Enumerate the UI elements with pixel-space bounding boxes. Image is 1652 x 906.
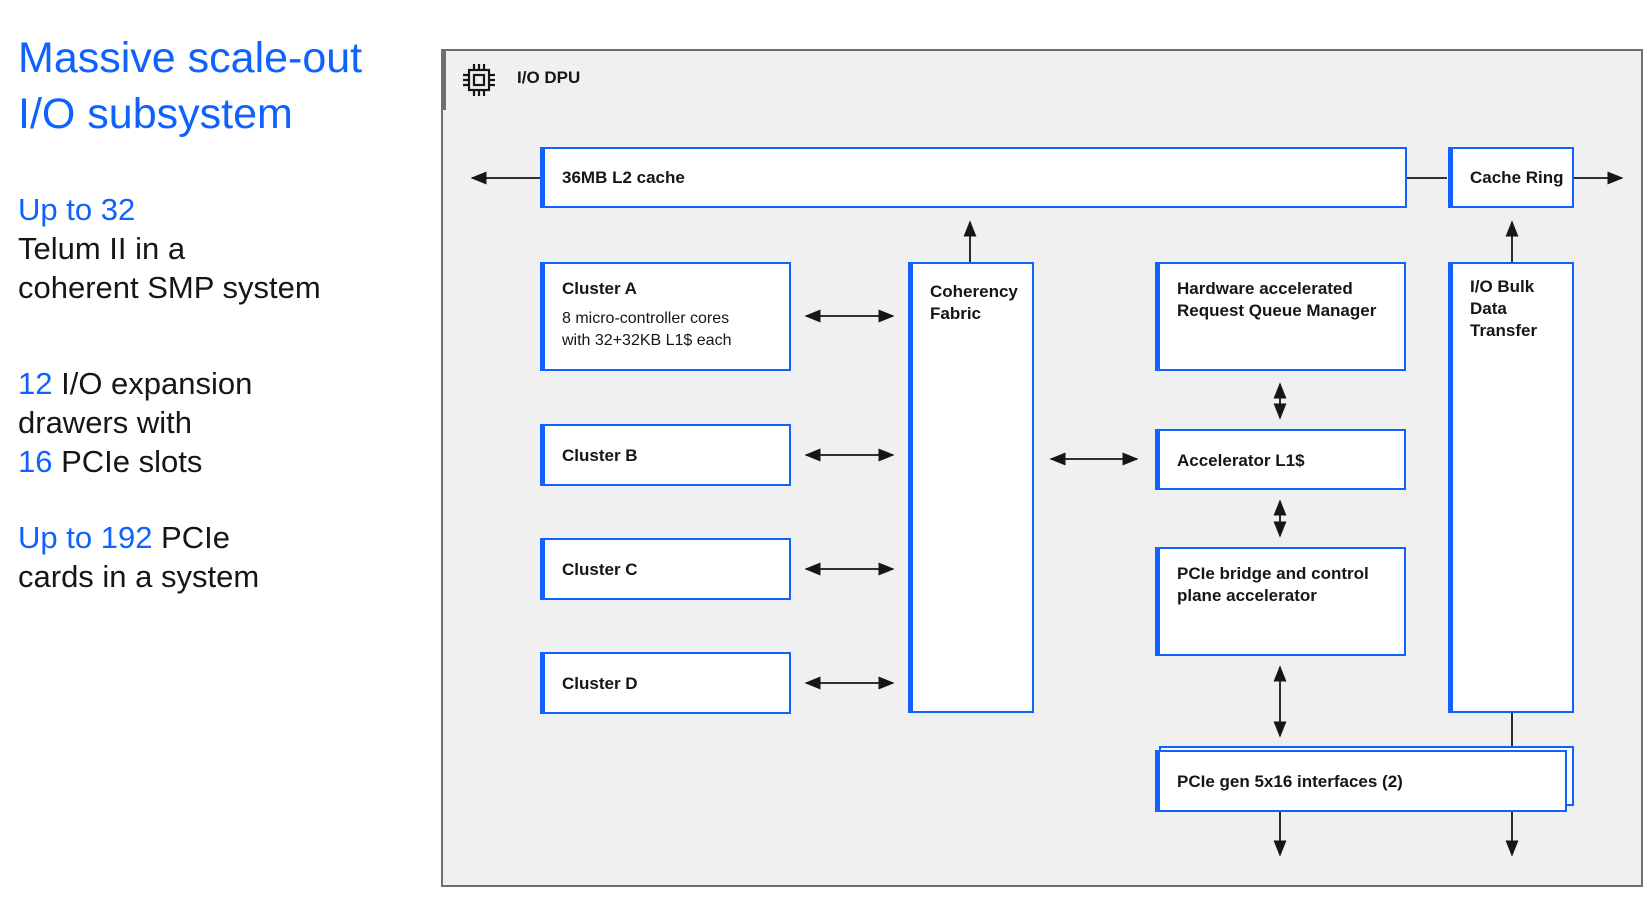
coherency-fabric-label: Coherency Fabric <box>930 282 1018 323</box>
title-line-1: Massive scale-out <box>18 34 363 82</box>
io-dpu-frame-accent <box>441 49 446 110</box>
accelerator-l1-label: Accelerator L1$ <box>1177 451 1305 470</box>
cluster-c-label: Cluster C <box>562 560 638 579</box>
cluster-b-label: Cluster B <box>562 446 638 465</box>
io-bulk-transfer-label: I/O Bulk Data Transfer <box>1470 277 1538 340</box>
stat-drawers-text: I/O expansion <box>52 366 253 401</box>
stat-smp-highlight: Up to 32 <box>18 192 136 227</box>
cluster-a-detail: 8 micro-controller cores with 32+32KB L1… <box>562 310 732 349</box>
l2-cache-box: 36MB L2 cache <box>540 147 1407 208</box>
stat-slots-text: PCIe slots <box>52 444 203 479</box>
cluster-d-label: Cluster D <box>562 674 638 693</box>
cluster-a-label: Cluster A <box>562 279 637 298</box>
stat-drawers-line2: drawers with <box>18 405 192 440</box>
coherency-fabric-box: Coherency Fabric <box>908 262 1034 713</box>
cluster-d-box: Cluster D <box>540 652 791 714</box>
pcie-gen5-box: PCIe gen 5x16 interfaces (2) <box>1155 750 1567 812</box>
stat-cards: Up to 192 PCIe cards in a system <box>18 518 259 596</box>
l2-cache-label: 36MB L2 cache <box>562 168 685 187</box>
cluster-c-box: Cluster C <box>540 538 791 600</box>
request-queue-manager-box: Hardware accelerated Request Queue Manag… <box>1155 262 1406 371</box>
request-queue-manager-label: Hardware accelerated Request Queue Manag… <box>1177 279 1377 320</box>
stat-cards-line2: cards in a system <box>18 559 260 594</box>
chip-icon <box>463 64 495 96</box>
cluster-b-box: Cluster B <box>540 424 791 486</box>
page-title: Massive scale-out I/O subsystem <box>18 30 418 142</box>
cache-ring-label: Cache Ring <box>1470 168 1564 187</box>
io-dpu-label: I/O DPU <box>517 68 581 87</box>
stat-cards-highlight: Up to 192 <box>18 520 153 555</box>
cluster-a-box: Cluster A 8 micro-controller cores with … <box>540 262 791 371</box>
title-line-2: I/O subsystem <box>18 90 293 138</box>
stat-smp: Up to 32 Telum II in a coherent SMP syst… <box>18 190 321 307</box>
stat-smp-line2: Telum II in a <box>18 231 186 266</box>
io-bulk-transfer-box: I/O Bulk Data Transfer <box>1448 262 1574 713</box>
stat-slots-highlight: 16 <box>18 444 53 479</box>
stat-drawers: 12 I/O expansion drawers with 16 PCIe sl… <box>18 364 252 481</box>
stat-smp-line3: coherent SMP system <box>18 270 321 305</box>
cache-ring-box: Cache Ring <box>1448 147 1574 208</box>
pcie-gen5-label: PCIe gen 5x16 interfaces (2) <box>1177 772 1403 791</box>
pcie-bridge-box: PCIe bridge and control plane accelerato… <box>1155 547 1406 656</box>
stat-cards-text: PCIe <box>152 520 230 555</box>
stat-drawers-highlight: 12 <box>18 366 53 401</box>
pcie-bridge-label: PCIe bridge and control plane accelerato… <box>1177 564 1369 605</box>
accelerator-l1-box: Accelerator L1$ <box>1155 429 1406 490</box>
